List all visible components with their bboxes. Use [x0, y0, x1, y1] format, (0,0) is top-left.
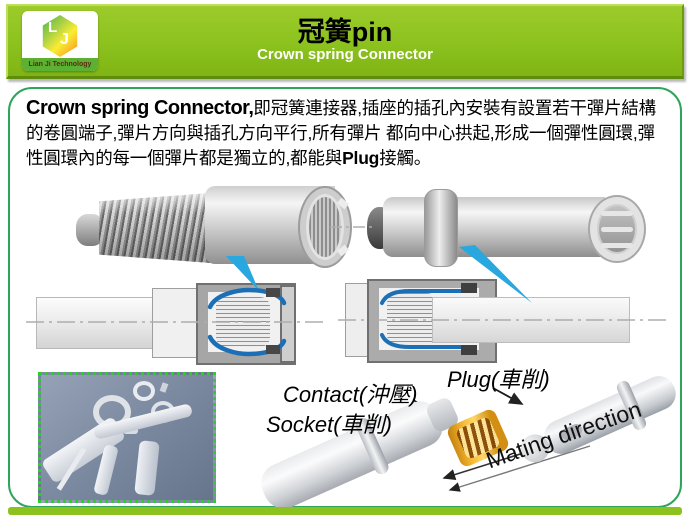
plug-front-slot: [600, 211, 634, 217]
plug-label: Plug(車削): [447, 367, 550, 392]
plug-front-slot: [600, 227, 634, 233]
mated-section-spring-mesh: [387, 293, 437, 345]
page-subtitle: Crown spring Connector: [257, 46, 433, 63]
plug-3d-body: [383, 197, 605, 257]
logo-monogram-j: J: [60, 31, 69, 48]
header-banner: L J Lian Ji Technology 冠簧pin Crown sprin…: [6, 4, 684, 79]
socket-3d-front-face: [298, 186, 352, 268]
metal-pin: [134, 440, 160, 496]
plug-3d-front-face: [588, 195, 646, 263]
intro-lead: Crown spring Connector,: [26, 97, 254, 119]
parts-photo: [38, 372, 216, 503]
socket-section-spring-mesh: [216, 297, 270, 347]
intro-body-end: 接觸。: [379, 148, 432, 168]
logo-monogram-l: L: [48, 19, 58, 36]
socket-section-wire-rod: [36, 297, 160, 349]
metal-sleeve: [159, 382, 169, 393]
socket-3d-thread: [99, 193, 211, 263]
intro-paragraph: Crown spring Connector,即冠簧連接器,插座的插孔內安裝有設…: [26, 96, 668, 171]
footer-bar: [8, 507, 682, 515]
plug-3d-flange: [424, 189, 458, 267]
contact-label: Contact(沖壓): [283, 382, 418, 407]
page-title: 冠簧pin: [297, 17, 393, 47]
mated-section-plug-rod: [432, 297, 630, 343]
intro-body: 即冠簧連接器,插座的插孔內安裝有設置若干彈片結構的卷圓端子,彈片方向與插孔方向平…: [26, 98, 656, 168]
socket-label: Socket(車削): [266, 412, 392, 437]
metal-ring: [133, 381, 155, 401]
intro-plug-term: Plug: [342, 148, 380, 168]
plug-front-slot: [600, 243, 634, 249]
logo-company-name: Lian Ji Technology: [22, 58, 98, 71]
socket-section-rear: [152, 288, 200, 358]
company-logo: L J Lian Ji Technology: [22, 11, 98, 71]
socket-section-front-cap: [280, 285, 296, 363]
